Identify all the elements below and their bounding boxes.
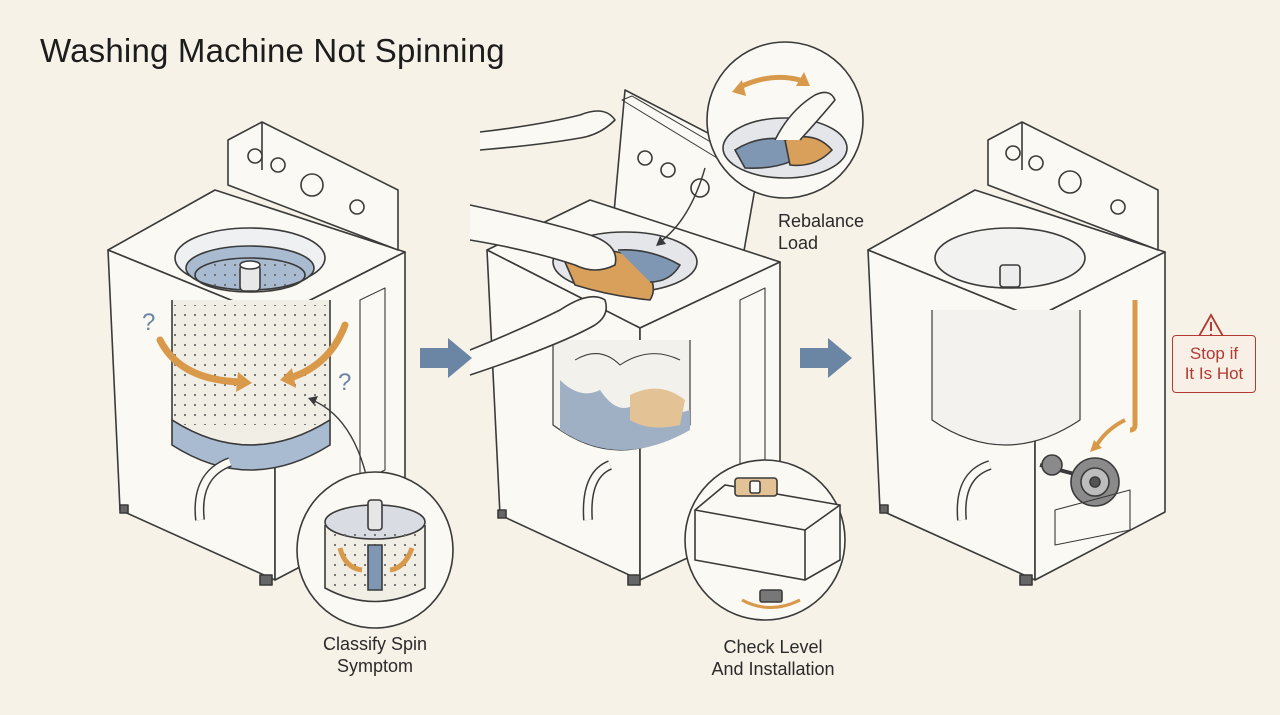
washer-1-symptom — [107, 121, 406, 586]
zoom-circle-drum — [296, 471, 454, 629]
adjust-arrow-icon — [741, 598, 801, 609]
callout-arrow-2 — [659, 167, 706, 243]
question-mark-icon: ? — [338, 369, 351, 396]
arrow-head-1b — [280, 368, 296, 388]
warning-label-hot: Stop if It Is Hot — [1172, 335, 1256, 393]
question-mark-icon: ? — [142, 309, 155, 336]
washer-3-hot-motor — [867, 121, 1166, 586]
rotation-arrows-1 — [156, 321, 349, 386]
flow-arrow-1 — [420, 338, 472, 378]
swap-arrow-icon — [736, 74, 801, 91]
hot-belt-indicator — [1129, 300, 1138, 433]
step-label-rebalance: Rebalance Load — [778, 211, 865, 253]
zoom-circle-rebalance — [706, 41, 864, 199]
zoom-circle-level — [684, 459, 846, 621]
washer-2-rebalance — [469, 89, 781, 586]
arrow-head-1a — [236, 372, 252, 392]
step-label-classify: Classify Spin Symptom — [322, 634, 428, 676]
page-title: Washing Machine Not Spinning — [40, 32, 505, 69]
flow-arrow-2 — [800, 338, 852, 378]
step-label-level: Check Level And Installation — [711, 637, 835, 679]
